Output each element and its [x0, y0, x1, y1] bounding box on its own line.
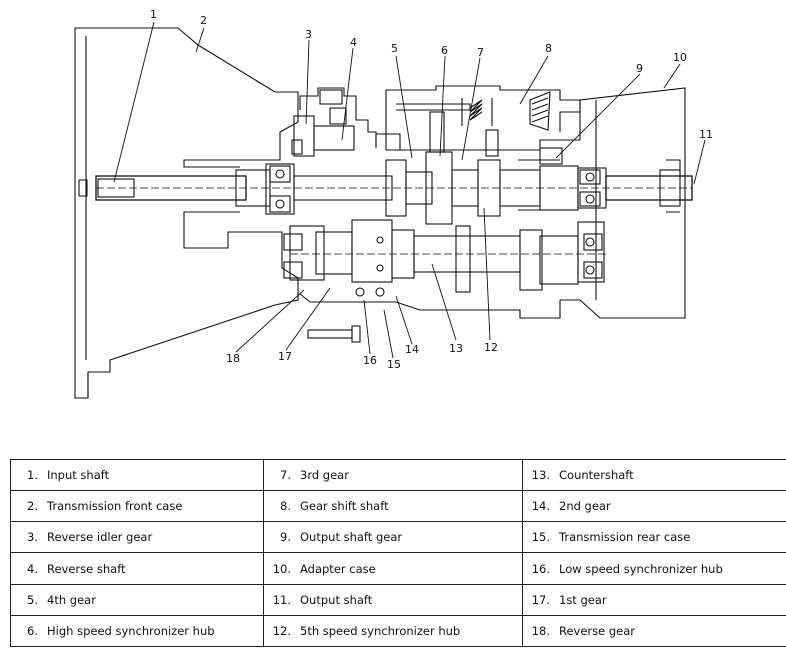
rear-and-adapter-case: [299, 87, 686, 319]
legend-label: Reverse shaft: [47, 561, 126, 576]
legend-cell: 12. 5th speed synchronizer hub: [263, 614, 523, 648]
legend-label: Reverse idler gear: [47, 530, 153, 545]
legend-label: Reverse gear: [559, 623, 636, 638]
callout-10: 10: [673, 51, 687, 64]
legend-number: 4.: [27, 561, 38, 576]
legend-number: 15.: [531, 530, 550, 545]
legend-number: 6.: [27, 623, 38, 638]
callout-9: 9: [636, 62, 643, 75]
legend-cell: 8. Gear shift shaft: [263, 490, 523, 523]
callout-17: 17: [278, 350, 292, 363]
legend-number: 8.: [280, 499, 291, 514]
legend-label: Output shaft gear: [300, 530, 403, 545]
leader-lines: [113, 21, 706, 359]
callout-labels: 1 2 3 4 5 6 7 8 9 10 11 12 13 14 15 16 1…: [150, 8, 713, 371]
legend-cell: 11. Output shaft: [263, 583, 523, 616]
callout-8: 8: [545, 42, 552, 55]
callout-2: 2: [200, 14, 207, 27]
legend-number: 13.: [531, 468, 550, 483]
reverse-idler-assembly: [291, 107, 355, 157]
legend-number: 7.: [280, 468, 291, 483]
callout-16: 16: [363, 354, 377, 367]
legend-label: Countershaft: [559, 468, 634, 483]
legend-label: Transmission front case: [47, 499, 183, 514]
parts-legend-table: 1. Input shaft 7. 3rd gear 13. Countershaft…: [10, 458, 786, 648]
legend-label: 1st gear: [559, 592, 607, 607]
callout-18: 18: [226, 352, 240, 365]
shift-housing: [299, 85, 581, 157]
legend-label: 4th gear: [47, 592, 96, 607]
main-shaft-line: [95, 151, 693, 225]
callout-11: 11: [699, 128, 713, 141]
legend-label: Adapter case: [300, 561, 376, 576]
legend-cell: 6. High speed synchronizer hub: [10, 614, 264, 648]
legend-row: 2. Transmission front case 8. Gear shift s…: [10, 490, 786, 523]
legend-label: Low speed synchronizer hub: [559, 561, 723, 576]
callout-13: 13: [449, 342, 463, 355]
legend-number: 1.: [27, 468, 38, 483]
case-bolt: [307, 325, 361, 343]
legend-row: 1. Input shaft 7. 3rd gear 13. Countershaft: [10, 458, 786, 492]
legend-cell: 18. Reverse gear: [522, 614, 786, 648]
legend-cell: 1. Input shaft: [10, 458, 264, 492]
legend-cell: 17. 1st gear: [522, 583, 786, 616]
legend-row: 3. Reverse idler gear 9. Output shaft gear…: [10, 521, 786, 554]
legend-row: 6. High speed synchronizer hub 12. 5th spe…: [10, 614, 786, 648]
legend-number: 16.: [531, 561, 550, 576]
legend-row: 4. Reverse shaft 10. Adapter case 16. Low s…: [10, 552, 786, 585]
legend-number: 17.: [531, 592, 550, 607]
callout-12: 12: [484, 341, 498, 354]
legend-row: 5. 4th gear 11. Output shaft 17. 1st gear: [10, 583, 786, 616]
callout-6: 6: [441, 44, 448, 57]
legend-number: 2.: [27, 499, 38, 514]
callout-4: 4: [350, 36, 357, 49]
legend-cell: 9. Output shaft gear: [263, 521, 523, 554]
legend-cell: 3. Reverse idler gear: [10, 521, 264, 554]
legend-number: 12.: [272, 623, 291, 638]
callout-15: 15: [387, 358, 401, 371]
legend-cell: 16. Low speed synchronizer hub: [522, 552, 786, 585]
legend-cell: 13. Countershaft: [522, 458, 786, 492]
legend-number: 5.: [27, 592, 38, 607]
legend-cell: 5. 4th gear: [10, 583, 264, 616]
legend-label: 3rd gear: [300, 468, 349, 483]
legend-label: Input shaft: [47, 468, 110, 483]
legend-number: 11.: [272, 592, 291, 607]
legend-cell: 10. Adapter case: [263, 552, 523, 585]
callout-5: 5: [391, 42, 398, 55]
callout-7: 7: [477, 46, 484, 59]
legend-cell: 15. Transmission rear case: [522, 521, 786, 554]
legend-cell: 14. 2nd gear: [522, 490, 786, 523]
legend-label: Transmission rear case: [559, 530, 691, 545]
legend-number: 3.: [27, 530, 38, 545]
callout-3: 3: [305, 28, 312, 41]
legend-label: 5th speed synchronizer hub: [300, 623, 461, 638]
legend-label: High speed synchronizer hub: [47, 623, 215, 638]
callout-1: 1: [150, 8, 157, 21]
bearings: [269, 165, 603, 279]
transmission-cross-section-diagram: 1 2 3 4 5 6 7 8 9 10 11 12 13 14 15 16 1…: [74, 8, 713, 399]
countershaft-assembly: [289, 219, 606, 297]
legend-label: 2nd gear: [559, 499, 611, 514]
legend-label: Gear shift shaft: [300, 499, 389, 514]
legend-cell: 4. Reverse shaft: [10, 552, 264, 585]
legend-number: 14.: [531, 499, 550, 514]
legend-cell: 2. Transmission front case: [10, 490, 264, 523]
legend-cell: 7. 3rd gear: [263, 458, 523, 492]
legend-number: 9.: [280, 530, 291, 545]
front-case-outline: [74, 27, 299, 399]
callout-14: 14: [405, 343, 419, 356]
legend-number: 18.: [531, 623, 550, 638]
legend-label: Output shaft: [300, 592, 373, 607]
legend-number: 10.: [272, 561, 291, 576]
